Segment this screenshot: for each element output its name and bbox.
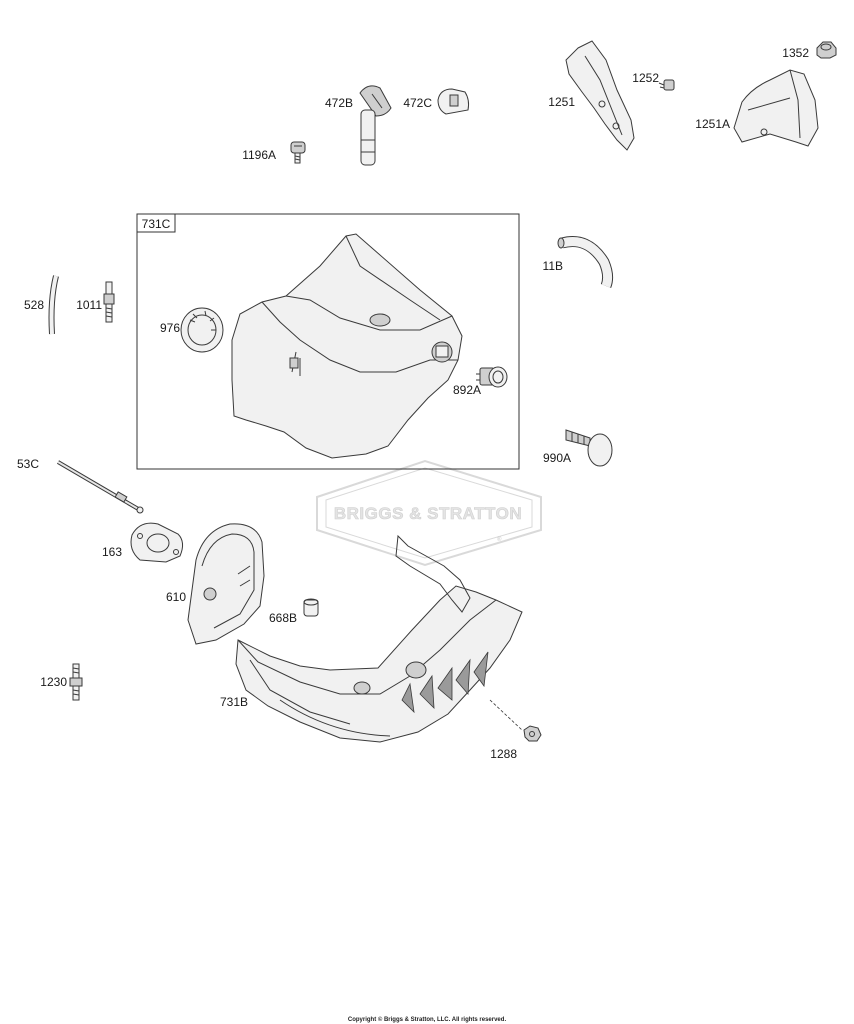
part-731b-muffler-guard[interactable]	[235, 534, 523, 743]
label-472b: 472B	[325, 96, 353, 110]
part-610-muffler-shield[interactable]	[187, 523, 265, 645]
part-472b-throttle-handle[interactable]	[359, 85, 392, 166]
part-1196a-screw[interactable]	[290, 141, 306, 164]
label-731c: 731C	[142, 217, 171, 231]
label-1288: 1288	[490, 747, 517, 761]
label-1352: 1352	[782, 46, 809, 60]
part-1251a-bracket[interactable]	[733, 69, 819, 147]
part-1230-stud[interactable]	[69, 663, 83, 701]
assembly-731c-box	[136, 213, 520, 470]
label-610: 610	[166, 590, 186, 604]
label-472c: 472C	[403, 96, 432, 110]
label-1252: 1252	[632, 71, 659, 85]
part-53c-throttle-rod[interactable]	[56, 460, 144, 514]
label-11b: 11B	[543, 259, 563, 273]
leader-lines	[489, 699, 523, 731]
part-11b-fuel-hose[interactable]	[557, 236, 614, 289]
label-1251: 1251	[548, 95, 575, 109]
label-892a: 892A	[453, 383, 481, 397]
label-1230: 1230	[40, 675, 67, 689]
label-1251a: 1251A	[695, 117, 730, 131]
part-990a-choke-knob[interactable]	[565, 429, 613, 467]
part-1288-nut[interactable]	[523, 725, 542, 742]
part-1011-fitting[interactable]	[103, 281, 115, 323]
label-990a: 990A	[543, 451, 571, 465]
watermark-registered-mark: ®	[497, 536, 502, 543]
part-1251-bracket[interactable]	[565, 40, 635, 151]
part-892a-shutoff-valve[interactable]	[476, 366, 508, 388]
briggs-stratton-watermark: BRIGGS & STRATTON ®	[316, 459, 542, 567]
part-1352-nut[interactable]	[816, 41, 837, 59]
part-731c-fuel-tank[interactable]	[231, 233, 463, 459]
label-528: 528	[24, 298, 44, 312]
label-731b: 731B	[220, 695, 248, 709]
part-472c-knob[interactable]	[437, 88, 470, 115]
label-53c: 53C	[17, 457, 39, 471]
part-668b-spacer[interactable]	[303, 598, 319, 617]
part-163-gasket[interactable]	[130, 522, 184, 563]
label-976: 976	[160, 321, 180, 335]
part-1252-bolt[interactable]	[658, 79, 675, 91]
part-528-vent-tube[interactable]	[48, 275, 59, 335]
label-1196a: 1196A	[242, 148, 276, 162]
part-976-fuel-cap[interactable]	[180, 307, 224, 353]
part-labels: 1352 1252 1251 1251A 472B 472C 1196A 731…	[17, 46, 809, 761]
label-1011: 1011	[76, 298, 102, 312]
label-163: 163	[102, 545, 122, 559]
copyright-footer: Copyright © Briggs & Stratton, LLC. All …	[348, 1016, 507, 1023]
label-668b: 668B	[269, 611, 297, 625]
watermark-brand: BRIGGS & STRATTON	[334, 504, 522, 523]
